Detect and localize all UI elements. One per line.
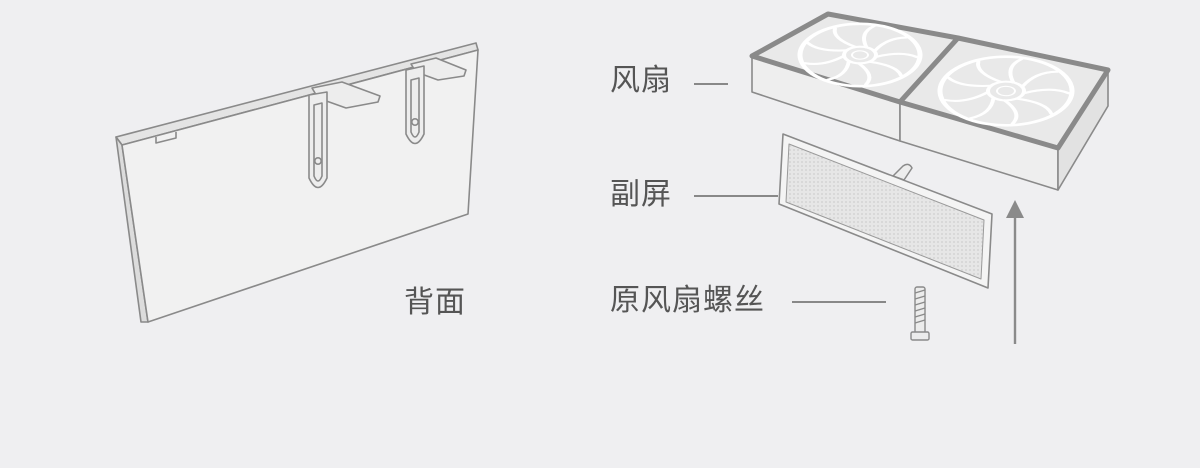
fan-screw-label: 原风扇螺丝 <box>610 283 765 318</box>
fan-label: 风扇 <box>610 63 672 98</box>
fan-rotor-2 <box>937 55 1075 127</box>
fan-screw <box>910 286 930 341</box>
mounting-bracket-right <box>405 57 467 145</box>
back-label: 背面 <box>404 285 466 320</box>
fan-rotor-1 <box>797 22 923 88</box>
sub-screen <box>778 133 993 289</box>
sub-screen-label: 副屏 <box>610 177 672 212</box>
mounting-bracket-left <box>308 81 381 189</box>
back-panel <box>115 42 479 323</box>
up-arrow <box>1006 200 1024 344</box>
leader-lines <box>694 83 886 303</box>
